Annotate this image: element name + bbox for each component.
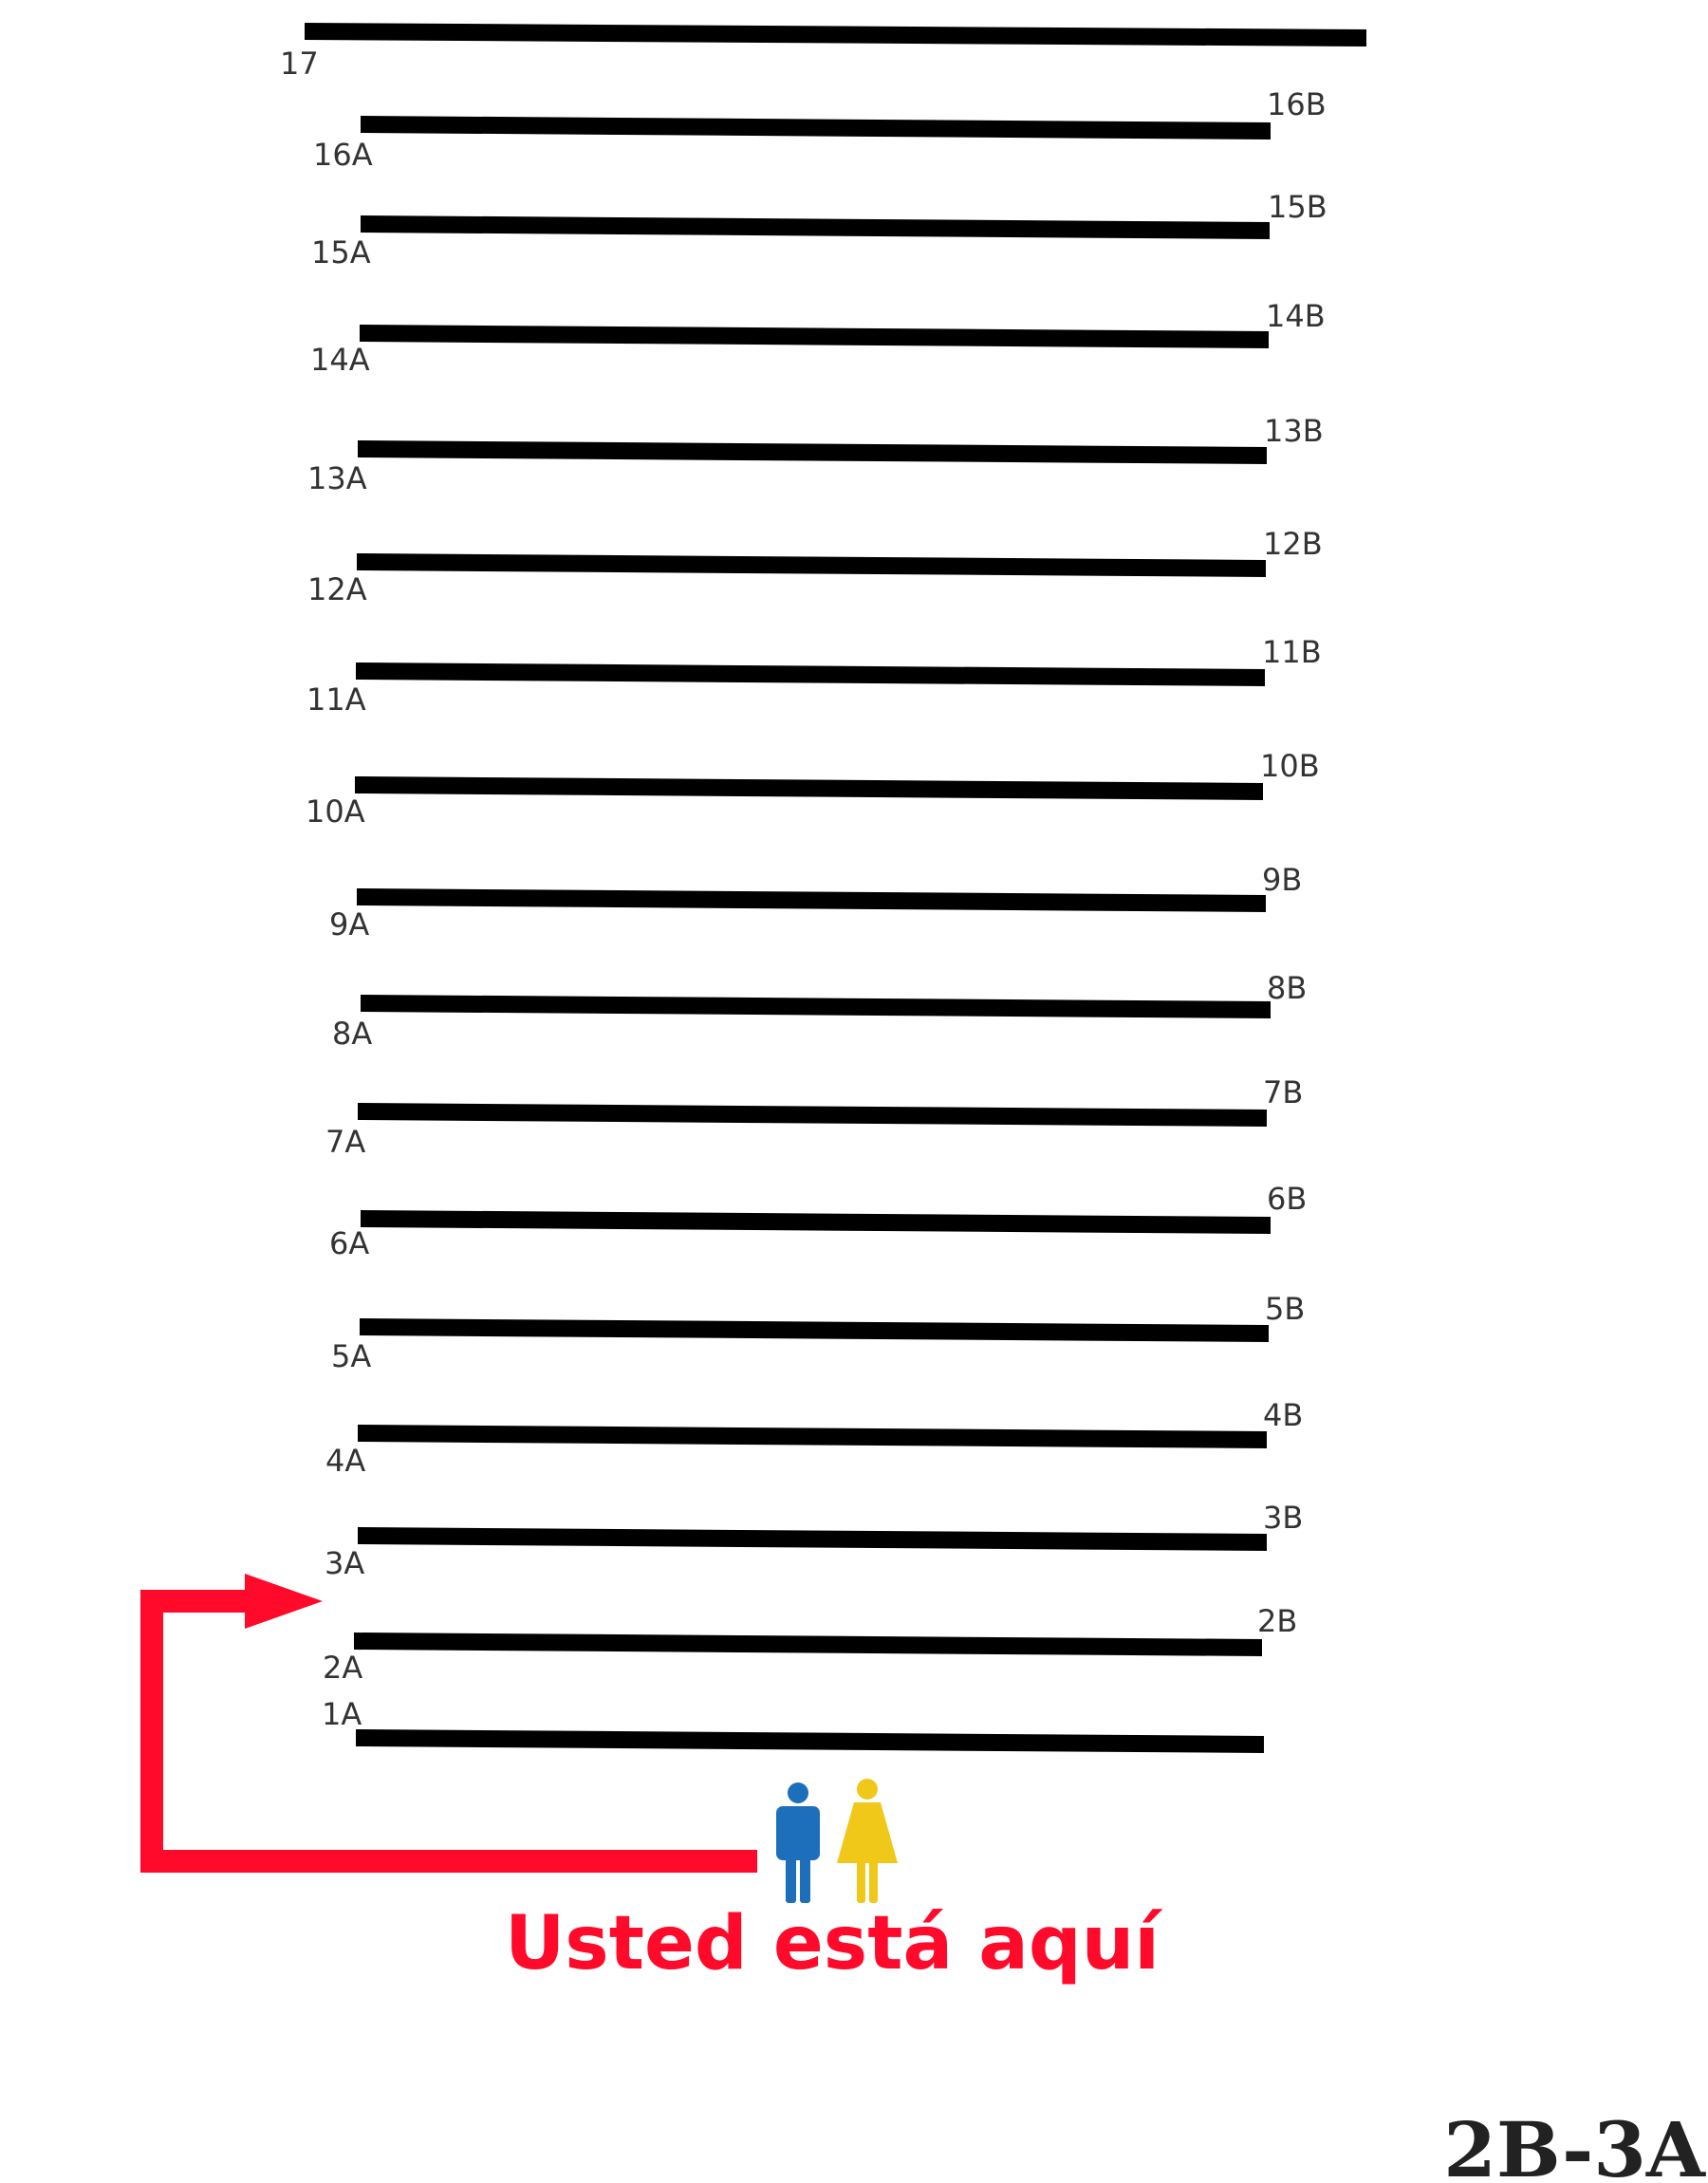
aisle-label-left: 12A — [307, 571, 367, 607]
aisles-layer: 17 16A 16B 15A 15B 14A 14B 13A 13B 12A 12B 11A 11B 10… — [280, 23, 1366, 1753]
aisle-16: 16A 16B — [313, 86, 1327, 173]
aisle-label-left: 5A — [331, 1338, 371, 1374]
aisle-17: 17 — [280, 23, 1366, 82]
aisle-11: 11A 11B — [306, 634, 1322, 718]
aisle-label-right: 4B — [1263, 1397, 1303, 1433]
shelf-5 — [360, 1318, 1269, 1342]
shelf-8 — [361, 995, 1271, 1018]
aisle-10: 10A 10B — [306, 748, 1320, 830]
aisle-label-right: 5B — [1265, 1291, 1305, 1327]
aisle-label-left: 11A — [306, 681, 366, 718]
aisle-label-left: 14A — [310, 342, 370, 378]
shelf-15 — [361, 215, 1270, 239]
aisle-8: 8A 8B — [332, 970, 1307, 1052]
shelf-17 — [305, 23, 1366, 47]
shelf-2 — [354, 1633, 1262, 1656]
aisle-4: 4A 4B — [325, 1397, 1303, 1479]
woman-restroom-icon — [837, 1779, 898, 1903]
aisle-1: 1A — [322, 1696, 1264, 1753]
aisle-label-left: 1A — [322, 1696, 362, 1732]
aisle-label-left: 3A — [325, 1545, 364, 1581]
aisle-label-left: 8A — [332, 1016, 372, 1052]
shelf-7 — [358, 1103, 1267, 1127]
aisle-label-left: 17 — [280, 46, 319, 82]
aisle-label-right: 12B — [1263, 526, 1323, 562]
aisle-3: 3A 3B — [325, 1500, 1303, 1581]
aisle-label-right: 6B — [1267, 1181, 1307, 1217]
aisle-7: 7A 7B — [325, 1074, 1303, 1160]
aisle-2: 2A 2B — [323, 1603, 1297, 1686]
shelf-6 — [361, 1210, 1271, 1234]
aisle-label-left: 10A — [306, 793, 365, 830]
route-arrow — [140, 1574, 757, 1873]
aisle-label-right: 13B — [1264, 413, 1324, 449]
you-are-here-label: Usted está aquí — [505, 1901, 1163, 1987]
shelf-4 — [358, 1425, 1267, 1448]
aisle-label-left: 4A — [325, 1443, 365, 1479]
aisle-12: 12A 12B — [307, 526, 1323, 607]
route-arrowhead-icon — [245, 1574, 323, 1629]
aisle-label-right: 16B — [1267, 86, 1327, 122]
aisle-15: 15A 15B — [311, 189, 1327, 271]
aisle-label-left: 16A — [313, 137, 373, 173]
aisle-9: 9A 9B — [329, 862, 1302, 942]
shelf-1 — [356, 1729, 1264, 1753]
aisle-5: 5A 5B — [331, 1291, 1305, 1374]
shelf-13 — [358, 440, 1267, 464]
aisle-label-right: 3B — [1263, 1500, 1303, 1536]
aisle-label-right: 14B — [1266, 298, 1326, 334]
shelf-11 — [356, 662, 1265, 686]
aisle-label-right: 9B — [1262, 862, 1302, 898]
shelf-3 — [358, 1527, 1267, 1551]
shelf-16 — [361, 116, 1271, 140]
aisle-label-right: 10B — [1260, 748, 1320, 784]
section-code: 2B-3A — [1443, 2105, 1706, 2183]
shelf-12 — [357, 553, 1266, 577]
aisle-label-right: 2B — [1257, 1603, 1297, 1639]
aisle-label-right: 15B — [1268, 189, 1327, 225]
route-path — [140, 1590, 757, 1873]
aisle-13: 13A 13B — [307, 413, 1324, 496]
aisle-label-left: 15A — [311, 234, 371, 271]
aisle-label-left: 13A — [307, 460, 367, 496]
aisle-label-left: 9A — [329, 906, 369, 942]
shelf-9 — [357, 888, 1266, 912]
aisle-label-right: 7B — [1263, 1074, 1303, 1110]
aisle-label-left: 7A — [325, 1124, 365, 1160]
aisle-label-left: 6A — [329, 1225, 369, 1261]
aisle-label-left: 2A — [323, 1650, 362, 1686]
aisle-6: 6A 6B — [329, 1181, 1307, 1261]
aisle-label-right: 8B — [1267, 970, 1307, 1006]
shelf-10 — [355, 776, 1263, 800]
shelf-14 — [360, 325, 1269, 348]
aisle-14: 14A 14B — [310, 298, 1326, 378]
man-restroom-icon — [776, 1782, 820, 1903]
aisle-label-right: 11B — [1262, 634, 1322, 670]
